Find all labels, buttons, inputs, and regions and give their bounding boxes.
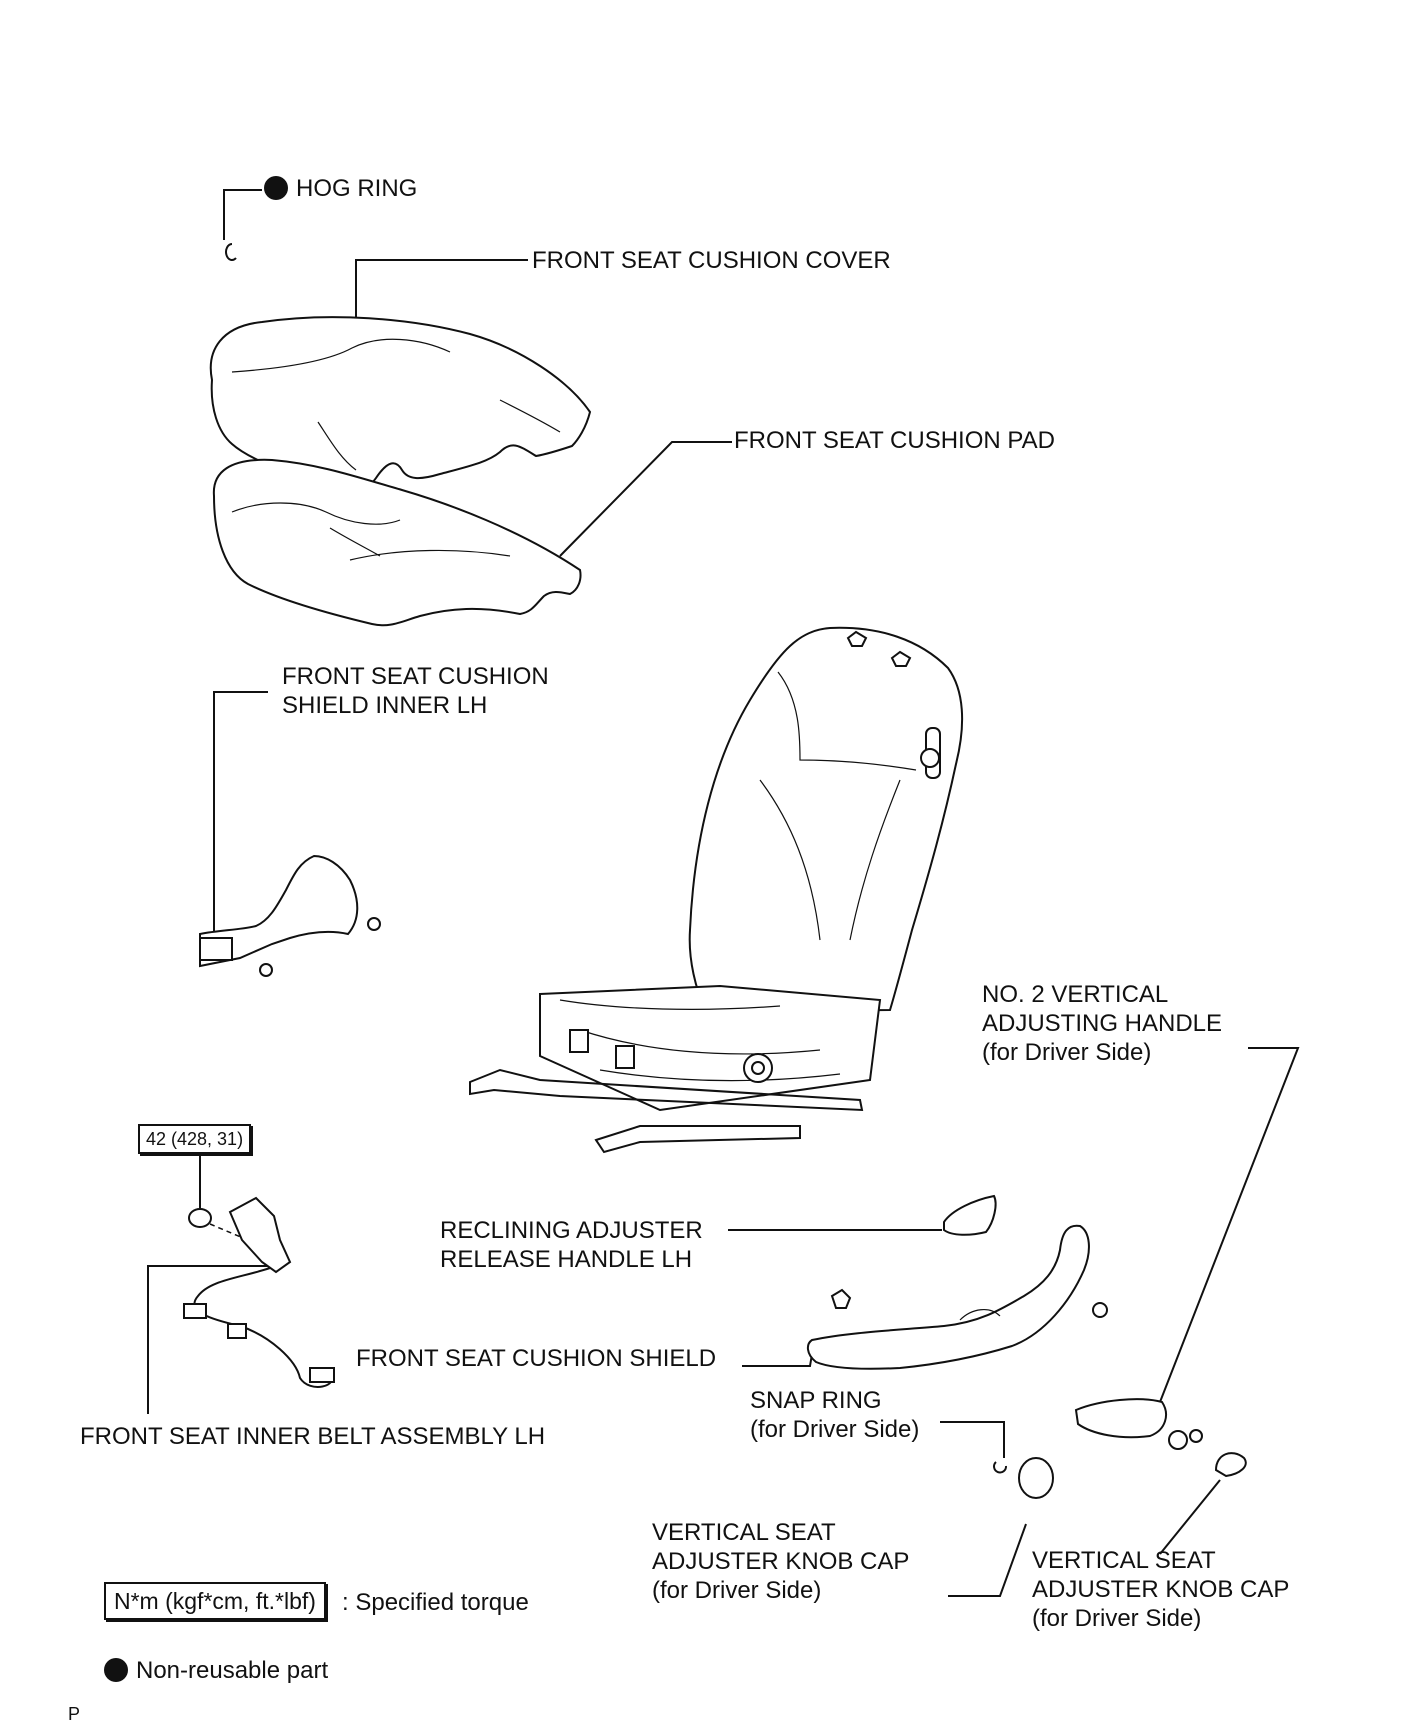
leader-vert-handle (1159, 1047, 1300, 1403)
legend-nonreusable-text: Non-reusable part (136, 1657, 329, 1684)
seat-assembly-part (469, 626, 964, 1154)
legend-nonreusable: Non-reusable part (104, 1656, 328, 1685)
leader-inner-belt (147, 1265, 270, 1414)
shield-inner-part (199, 854, 381, 977)
corner-mark: P (68, 1704, 81, 1724)
knob-cap-a-part (1018, 1457, 1054, 1499)
torque-value-box: 42 (428, 31) (138, 1124, 252, 1154)
snap-ring-label-line2: (for Driver Side) (750, 1416, 920, 1443)
vert-handle-label-line3: (for Driver Side) (982, 1039, 1152, 1066)
shield-inner-label-line1: FRONT SEAT CUSHION (282, 663, 549, 690)
vert-handle-label-line1: NO. 2 VERTICAL (982, 981, 1169, 1008)
cushion-cover-label: FRONT SEAT CUSHION COVER (532, 247, 891, 274)
recline-label-line1: RECLINING ADJUSTER (440, 1217, 703, 1244)
inner-belt-part (183, 1196, 335, 1388)
leader-shield-inner (213, 691, 268, 932)
leader-snap-ring (940, 1421, 1005, 1458)
leader-knob-b (1159, 1479, 1221, 1555)
leader-cushion-pad (559, 441, 732, 557)
leader-knob-a (948, 1523, 1027, 1597)
knob-cap-b-label-line3: (for Driver Side) (1032, 1605, 1202, 1632)
knob-cap-b-part (1214, 1452, 1247, 1478)
hog-ring-label: HOG RING (264, 174, 417, 203)
vert-handle-part (1074, 1398, 1203, 1450)
vert-handle-label-line2: ADJUSTING HANDLE (982, 1010, 1223, 1037)
shield-inner-label-line2: SHIELD INNER LH (282, 692, 488, 719)
hog-ring-text: HOG RING (296, 175, 418, 202)
inner-belt-label: FRONT SEAT INNER BELT ASSEMBLY LH (80, 1423, 546, 1450)
legend-torque-text: : Specified torque (342, 1589, 529, 1616)
cushion-pad-part (212, 458, 582, 627)
nonreusable-dot-icon (264, 176, 288, 200)
leader-hog-ring (223, 189, 262, 240)
legend-torque-box: N*m (kgf*cm, ft.*lbf) (104, 1582, 326, 1620)
leader-cushion-cover (355, 259, 528, 318)
cushion-pad-label: FRONT SEAT CUSHION PAD (734, 427, 1055, 454)
leader-lines (147, 189, 1300, 1597)
cushion-shield-part (806, 1224, 1108, 1370)
legend-dot-icon (104, 1658, 128, 1682)
cushion-shield-label: FRONT SEAT CUSHION SHIELD (356, 1345, 717, 1372)
snap-ring-part (993, 1461, 1007, 1474)
snap-ring-label-line1: SNAP RING (750, 1387, 882, 1414)
knob-cap-b-label-line2: ADJUSTER KNOB CAP (1032, 1576, 1290, 1603)
recline-handle-part (943, 1194, 997, 1236)
knob-cap-a-label-line3: (for Driver Side) (652, 1577, 822, 1604)
recline-label-line2: RELEASE HANDLE LH (440, 1246, 693, 1273)
hog-ring-part (225, 243, 237, 261)
knob-cap-a-label-line1: VERTICAL SEAT (652, 1519, 836, 1546)
knob-cap-a-label-line2: ADJUSTER KNOB CAP (652, 1548, 910, 1575)
leader-cushion-shield (742, 1353, 813, 1367)
knob-cap-b-label-line1: VERTICAL SEAT (1032, 1547, 1216, 1574)
